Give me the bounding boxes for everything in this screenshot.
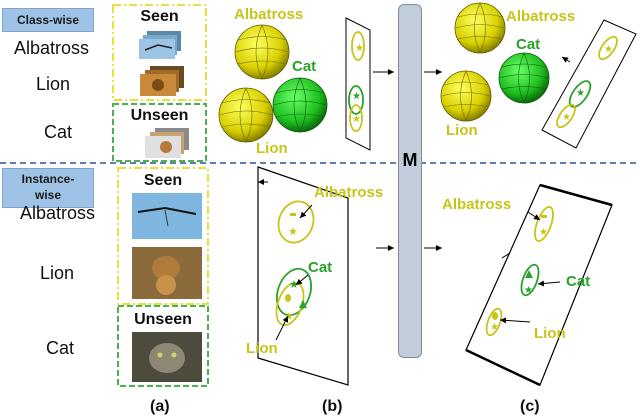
unseen-box-instancewise [117, 305, 209, 387]
svg-text:★: ★ [289, 279, 299, 291]
row-label-cat-inst: Cat [46, 338, 75, 358]
svg-text:★: ★ [288, 226, 298, 238]
cat-ellipse-inst-b [275, 267, 313, 317]
unseen-header-class: Unseen [130, 107, 189, 124]
row-label-cat-class: Cat [44, 122, 73, 142]
label-cat-c: Cat [516, 36, 541, 53]
row-label-lion-inst: Lion [40, 263, 75, 283]
unseen-header-inst: Unseen [134, 311, 192, 328]
albatross-photo-stack [139, 31, 181, 59]
lion-ellipse-c [556, 103, 576, 129]
svg-text:★: ★ [524, 285, 533, 296]
row-label-albatross-class: Albatross [14, 38, 90, 58]
albatross-ellipse-inst-c [534, 206, 554, 242]
row-label-albatross-inst: Albatross [20, 203, 96, 223]
lion-ellipse-b [349, 104, 363, 132]
svg-text:★: ★ [490, 322, 499, 333]
label-lion-c: Lion [446, 122, 478, 139]
seen-box-classwise [112, 4, 207, 101]
svg-text:★: ★ [284, 311, 294, 323]
cat-ellipse-inst-c [520, 263, 540, 297]
caption-a: (a) [150, 398, 170, 415]
svg-text:★: ★ [355, 43, 364, 54]
cat-sphere [272, 77, 328, 133]
label-albatross-inst-b: Albatross [314, 184, 384, 201]
badge-instance-wise: Instance- wise [2, 168, 94, 208]
label-lion-inst-b: Lion [246, 340, 278, 357]
caption-c: (c) [520, 398, 540, 415]
svg-text:★: ★ [352, 114, 361, 125]
albatross-ellipse-inst-b [277, 200, 315, 244]
lion-ellipse-inst-c [485, 307, 503, 337]
caption-b: (b) [322, 398, 343, 415]
label-cat-inst-c: Cat [566, 273, 591, 290]
lion-photo-stack [140, 66, 184, 96]
svg-text:★: ★ [539, 227, 548, 238]
badge-class-wise: Class-wise [2, 8, 94, 32]
albatross-photo [132, 193, 202, 239]
label-cat-b: Cat [292, 58, 317, 75]
cat-photo-stack [145, 128, 189, 158]
cat-sphere-c [498, 52, 550, 104]
label-lion-b: Lion [256, 140, 288, 157]
label-lion-inst-c: Lion [534, 325, 566, 342]
unseen-box-classwise [112, 103, 207, 162]
lion-sphere [218, 87, 274, 143]
albatross-sphere [234, 24, 290, 80]
label-albatross-c: Albatross [506, 8, 576, 25]
seen-header-inst: Seen [143, 172, 183, 189]
albatross-ellipse-b [351, 31, 365, 61]
seen-box-instancewise [117, 167, 209, 305]
lion-photo [132, 247, 202, 299]
row-label-lion-class: Lion [36, 74, 71, 94]
label-cat-inst-b: Cat [308, 259, 333, 276]
albatross-ellipse-c [598, 35, 618, 61]
mapping-label: M [402, 150, 418, 170]
cat-ellipse-b [348, 85, 364, 115]
lion-sphere-c [440, 70, 492, 122]
seen-header-class: Seen [140, 8, 179, 25]
cat-ellipse-c [568, 80, 592, 108]
label-albatross-b: Albatross [234, 6, 304, 23]
mapping-bar [398, 4, 422, 358]
label-albatross-inst-c: Albatross [442, 196, 512, 213]
svg-text:★: ★ [562, 112, 571, 123]
svg-text:★: ★ [352, 91, 361, 102]
classwise-plane-c [541, 19, 637, 149]
svg-text:★: ★ [576, 88, 585, 99]
albatross-sphere-c [454, 2, 506, 54]
cat-photo [132, 332, 202, 382]
svg-text:★: ★ [604, 44, 613, 55]
